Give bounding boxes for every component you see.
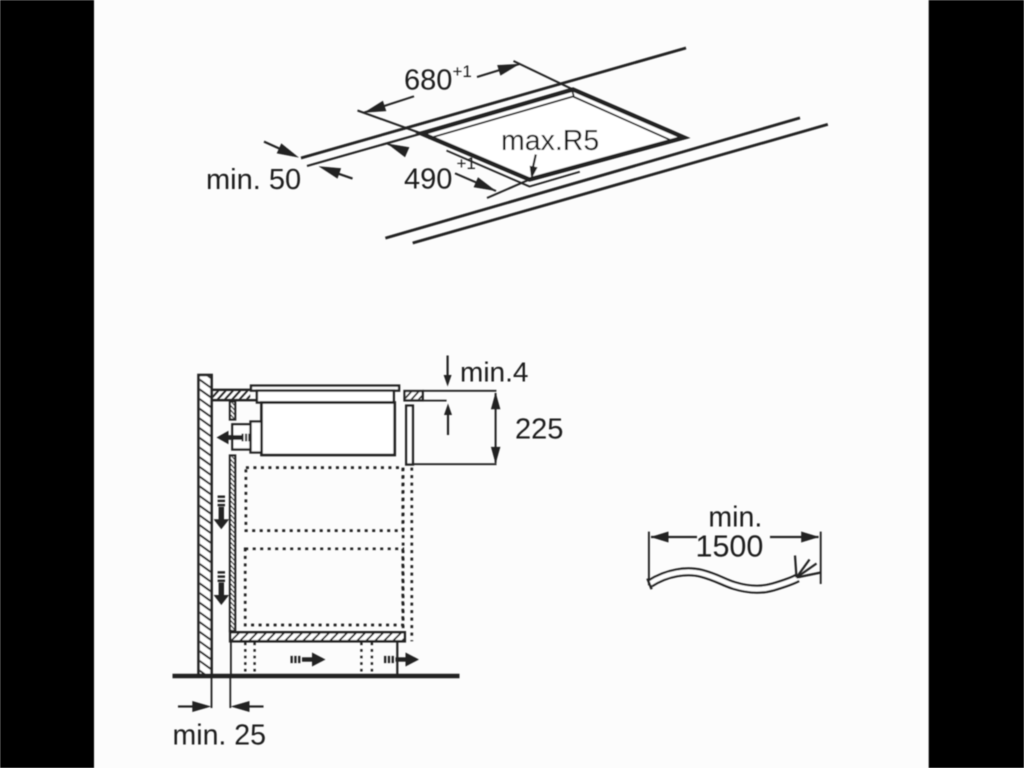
svg-text:min. 25: min. 25 — [173, 720, 266, 752]
svg-text:+1: +1 — [453, 62, 472, 81]
svg-text:+1: +1 — [457, 154, 476, 173]
svg-text:680: 680 — [404, 65, 452, 97]
svg-text:225: 225 — [515, 414, 563, 446]
svg-text:1500: 1500 — [696, 530, 764, 564]
svg-text:min.4: min.4 — [460, 356, 528, 387]
svg-text:min.: min. — [708, 502, 762, 534]
svg-text:max.R5: max.R5 — [501, 125, 599, 157]
svg-text:min. 50: min. 50 — [206, 164, 301, 196]
svg-text:490: 490 — [404, 164, 452, 196]
